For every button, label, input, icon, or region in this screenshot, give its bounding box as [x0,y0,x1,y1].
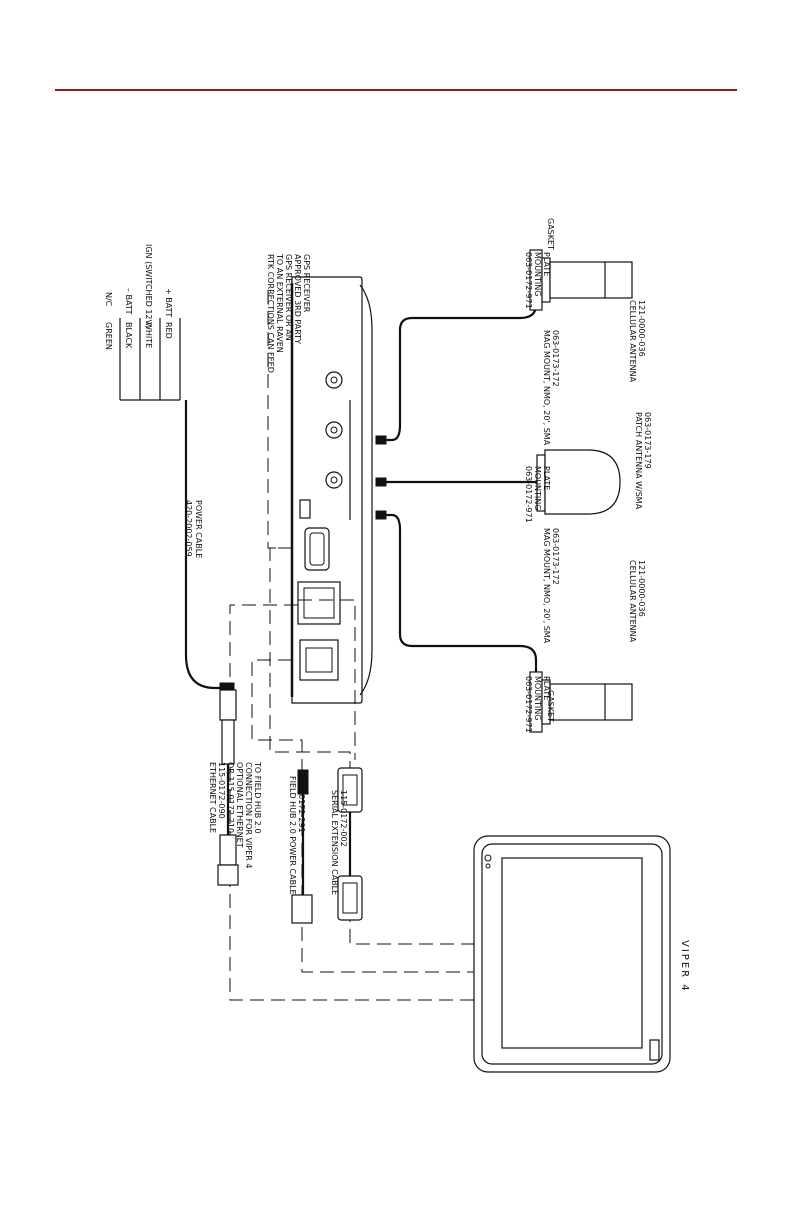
power-cable-label: POWER CABLE 420-2002-059 [184,500,203,561]
patch-antenna-dome [544,449,621,515]
serial-port [304,527,330,571]
wire-pin-nc: N/C [104,292,113,307]
sma-connector-3 [375,510,387,520]
serial-connector-2 [337,875,363,921]
wire-color-green: GREEN [104,322,113,350]
patch-antenna-label: PATCH ANTENNA W/SMA 063-0173-179 [634,412,652,512]
gasket-2-label: GASKET [546,690,555,722]
mounting-plate-3-label: 063-0172-971 MOUNTING PLATE [524,676,551,735]
wire-pin-ign: IGN (SWITCHED 12V) [144,244,153,328]
cellular-antenna-1-label: CELLULAR ANTENNA 121-0000-036 [628,300,646,385]
ethernet-plug-2 [219,834,237,866]
field-hub-connector-2 [291,894,313,924]
sma-connector-1 [375,435,387,445]
ethernet-port [297,581,341,625]
serial-cable-drawing [337,767,363,921]
cellular-antenna-2-label: CELLULAR ANTENNA 121-0000-036 [628,560,646,645]
ethernet-boot-2 [217,864,239,886]
sma-connector-2 [375,477,387,487]
field-hub-cable-label: FIELD HUB 2.0 POWER CABLE 115-0172-291 [288,776,306,897]
sma-jack-1 [325,371,343,389]
rtk-note: RTK CORRECTIONS CAN FEED TO AN EXTERNAL … [266,253,311,375]
labels: POWER CABLE 420-2002-059 RED WHITE BLACK… [104,218,690,993]
ethernet-cable-label: ETHERNET CABLE 115-0172-090 OR 115-0172-… [208,761,262,871]
cellular-antenna-2 [529,671,633,733]
antenna-cables [375,296,545,672]
power-cable [119,318,235,694]
ethernet-boot-1 [221,719,235,765]
gasket-1-label: GASKET [546,218,555,250]
dashed-connections [229,290,480,1001]
wire-pin-minus-batt: – BATT [124,288,133,315]
wire-color-red: RED [164,322,173,339]
display-power-button [649,1039,660,1061]
antenna-body-2 [549,683,633,721]
display-name-label: VIPER 4 [679,940,690,993]
wire-pin-plus-batt: + BATT [164,288,173,317]
patch-antenna [536,449,621,515]
field-computer [290,276,373,704]
mag-mount-2-label: MAG MOUNT, NMO, 20', SMA 063-0173-172 [542,528,560,646]
usb-port [299,499,311,519]
sma-jack-2 [325,421,343,439]
display-screen [501,857,643,1049]
viper-4-display [473,835,671,1073]
wire-color-white: WHITE [144,322,153,348]
ethernet-cable-drawing [217,689,239,886]
antenna-body-1 [549,261,633,299]
mounting-plate-1-label: 063-0172-971 MOUNTING PLATE [524,252,551,311]
serial-cable-label: SERIAL EXTENSION CABLE 115-0172-002 [330,790,348,898]
cellular-antenna-1 [529,249,633,311]
sma-jack-3 [325,471,343,489]
field-hub-cable-drawing [291,769,313,924]
mounting-plate-2-label: 063-0172-971 MOUNTING PLATE [524,466,551,525]
header-rule [55,89,737,91]
ethernet-plug-1 [219,689,237,721]
mag-mount-1-label: MAG MOUNT, NMO, 20', SMA 063-0173-172 [542,330,560,448]
wire-color-black: BLACK [124,322,133,349]
